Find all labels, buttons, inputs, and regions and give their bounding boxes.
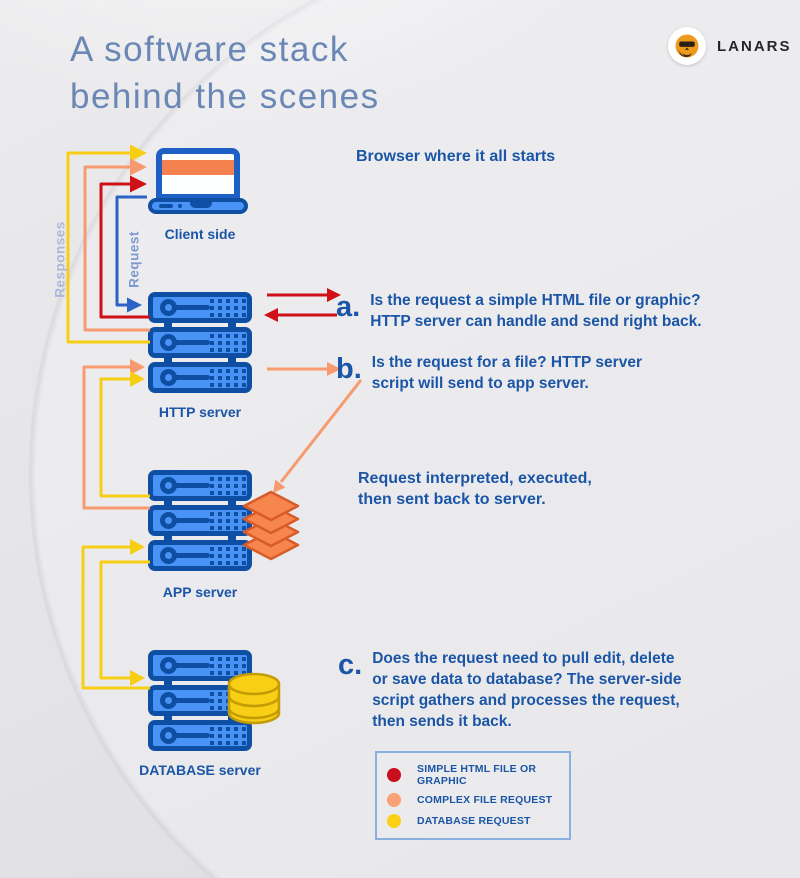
brand-name: LANARS	[717, 37, 792, 55]
browser-note: Browser where it all starts	[356, 148, 556, 165]
client-label: Client side	[164, 226, 236, 242]
database-server-icon	[148, 650, 252, 751]
brand-logo: LANARS	[668, 27, 792, 65]
step-b: b. Is the request for a file? HTTP serve…	[336, 352, 642, 394]
layers-icon	[242, 490, 300, 561]
step-b-letter: b.	[336, 353, 362, 385]
legend-dot-yellow	[387, 813, 401, 828]
legend-item-simple-html: SIMPLE HTML FILE OR GRAPHIC	[387, 763, 559, 787]
http-server-label: HTTP server	[158, 404, 242, 420]
page-title-line1: A software stack	[70, 30, 349, 69]
response-line-red	[99, 175, 150, 319]
responses-flow-label: Responses	[52, 221, 68, 298]
step-c-text: Does the request need to pull edit, dele…	[372, 650, 682, 730]
legend-dot-red	[387, 768, 401, 783]
laptop-base	[148, 198, 248, 214]
db-to-app-response-yellow	[81, 539, 150, 690]
database-server-label: DATABASE server	[139, 762, 261, 778]
http-to-app-request-arrow	[273, 379, 363, 493]
app-server-label: APP server	[162, 584, 238, 600]
laptop-screen	[156, 148, 240, 200]
step-a-arrow-out	[267, 288, 341, 302]
step-a-letter: a.	[336, 291, 361, 323]
legend-item-complex-file: COMPLEX FILE REQUEST	[387, 793, 559, 808]
step-c: c. Does the request need to pull edit, d…	[338, 648, 681, 732]
app-to-http-response-yellow	[99, 371, 150, 498]
page-title-line2: behind the scenes	[70, 77, 380, 116]
legend-item-database: DATABASE REQUEST	[387, 813, 559, 828]
page-title: A software stack behind the scenes	[70, 26, 380, 120]
step-a-text: Is the request a simple HTML file or gra…	[370, 292, 702, 330]
legend-box: SIMPLE HTML FILE OR GRAPHIC COMPLEX FILE…	[375, 751, 571, 840]
laptop-screen-bar	[162, 160, 234, 175]
step-b-text: Is the request for a file? HTTP server s…	[371, 354, 642, 392]
step-a: a. Is the request a simple HTML file or …	[336, 290, 702, 332]
lion-icon	[668, 27, 706, 65]
app-server-icon	[148, 470, 252, 571]
legend-dot-orange	[387, 793, 401, 808]
step-c-letter: c.	[338, 649, 363, 681]
app-to-http-response-orange	[82, 359, 150, 510]
step-a-arrow-back	[264, 308, 337, 322]
app-note: Request interpreted, executed, then sent…	[358, 470, 592, 508]
app-to-db-request-yellow	[99, 560, 150, 686]
client-laptop-icon	[148, 148, 248, 214]
http-server-icon	[148, 292, 252, 393]
step-b-arrow	[267, 362, 341, 376]
